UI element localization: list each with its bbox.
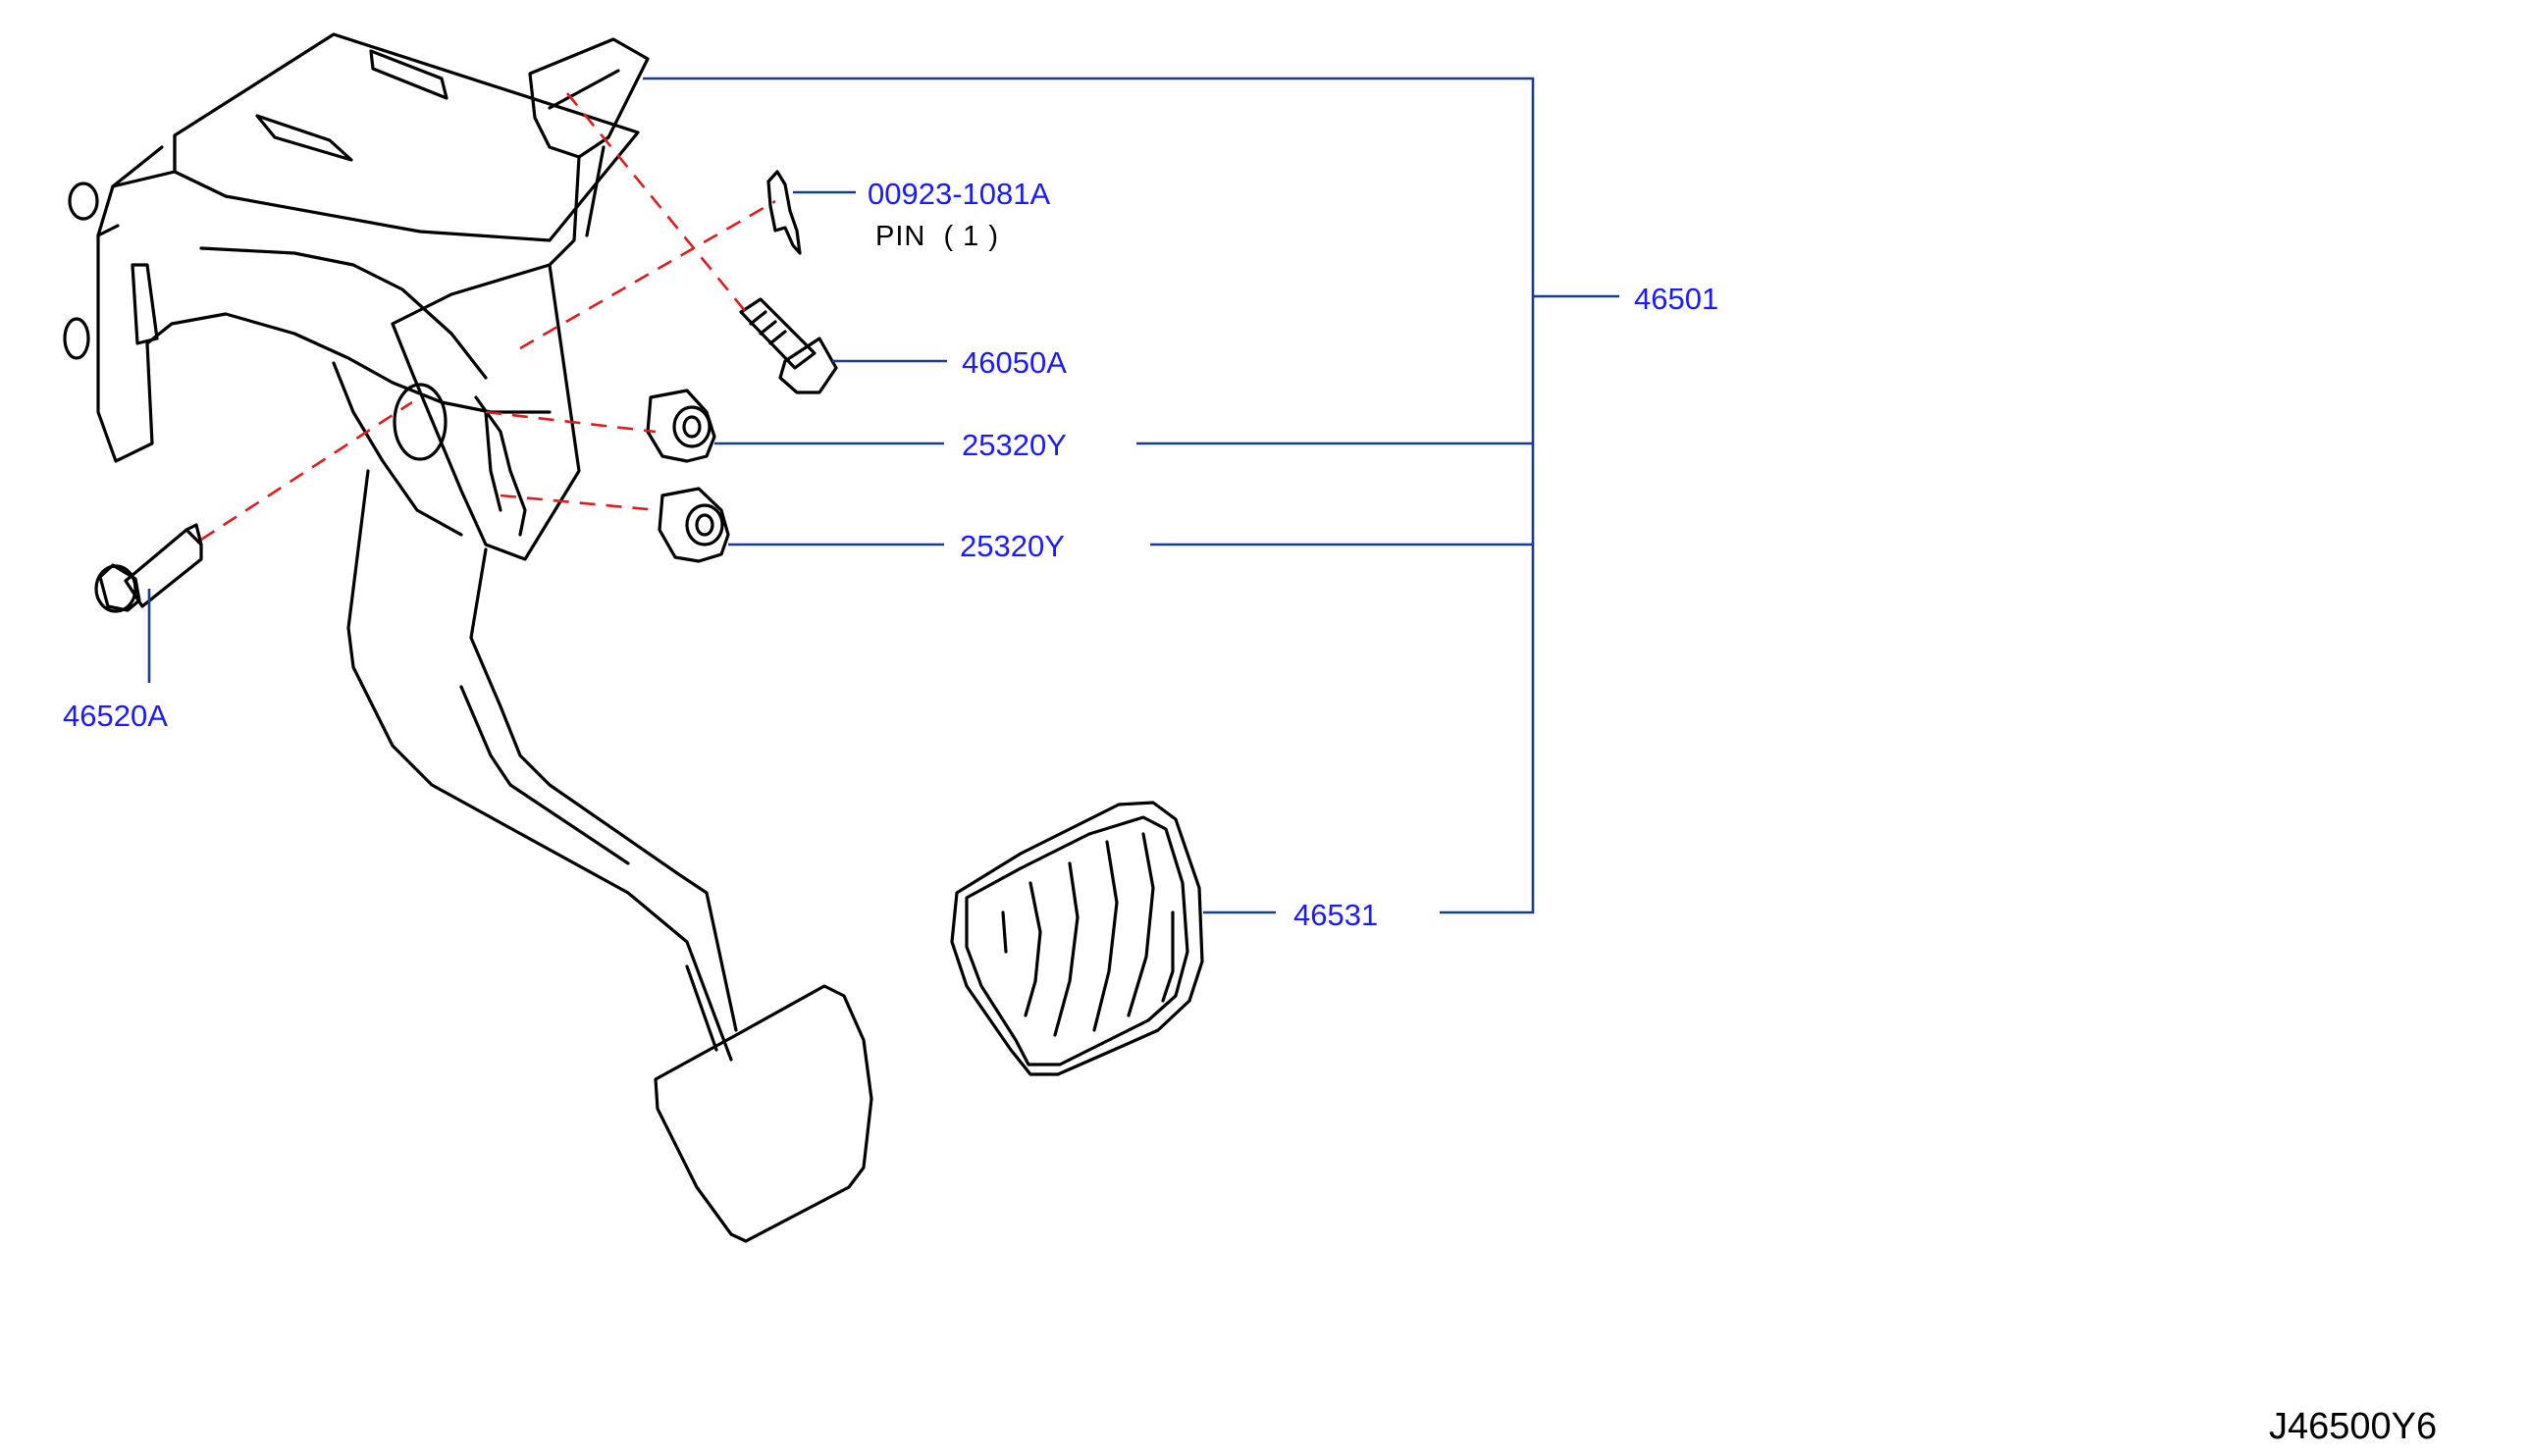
part-label-clip-pin: 00923-1081A: [868, 177, 1050, 211]
bushing-upper-drawing: [646, 389, 716, 463]
assembly-dash-lines: [200, 92, 776, 542]
leader-lines: [147, 77, 1619, 914]
clip-pin-note: PIN ( 1 ): [875, 221, 999, 252]
part-label-46531: 46531: [1293, 898, 1378, 932]
pedal-pad-46531-drawing: [950, 801, 1204, 1076]
bushing-lower-drawing: [658, 487, 730, 563]
pedal-bracket-drawing: [63, 32, 873, 1243]
part-label-46050A: 46050A: [962, 345, 1067, 380]
bolt-46050A-drawing: [739, 297, 838, 394]
clip-pin-drawing: [766, 170, 802, 255]
pivot-bolt-46520A-drawing: [94, 523, 203, 613]
part-label-46520A: 46520A: [63, 699, 168, 733]
diagram-id: J46500Y6: [2269, 1406, 2437, 1447]
part-label-25320Y-upper: 25320Y: [962, 428, 1067, 462]
part-label-46501: 46501: [1634, 282, 1718, 316]
part-label-25320Y-lower: 25320Y: [960, 529, 1065, 563]
